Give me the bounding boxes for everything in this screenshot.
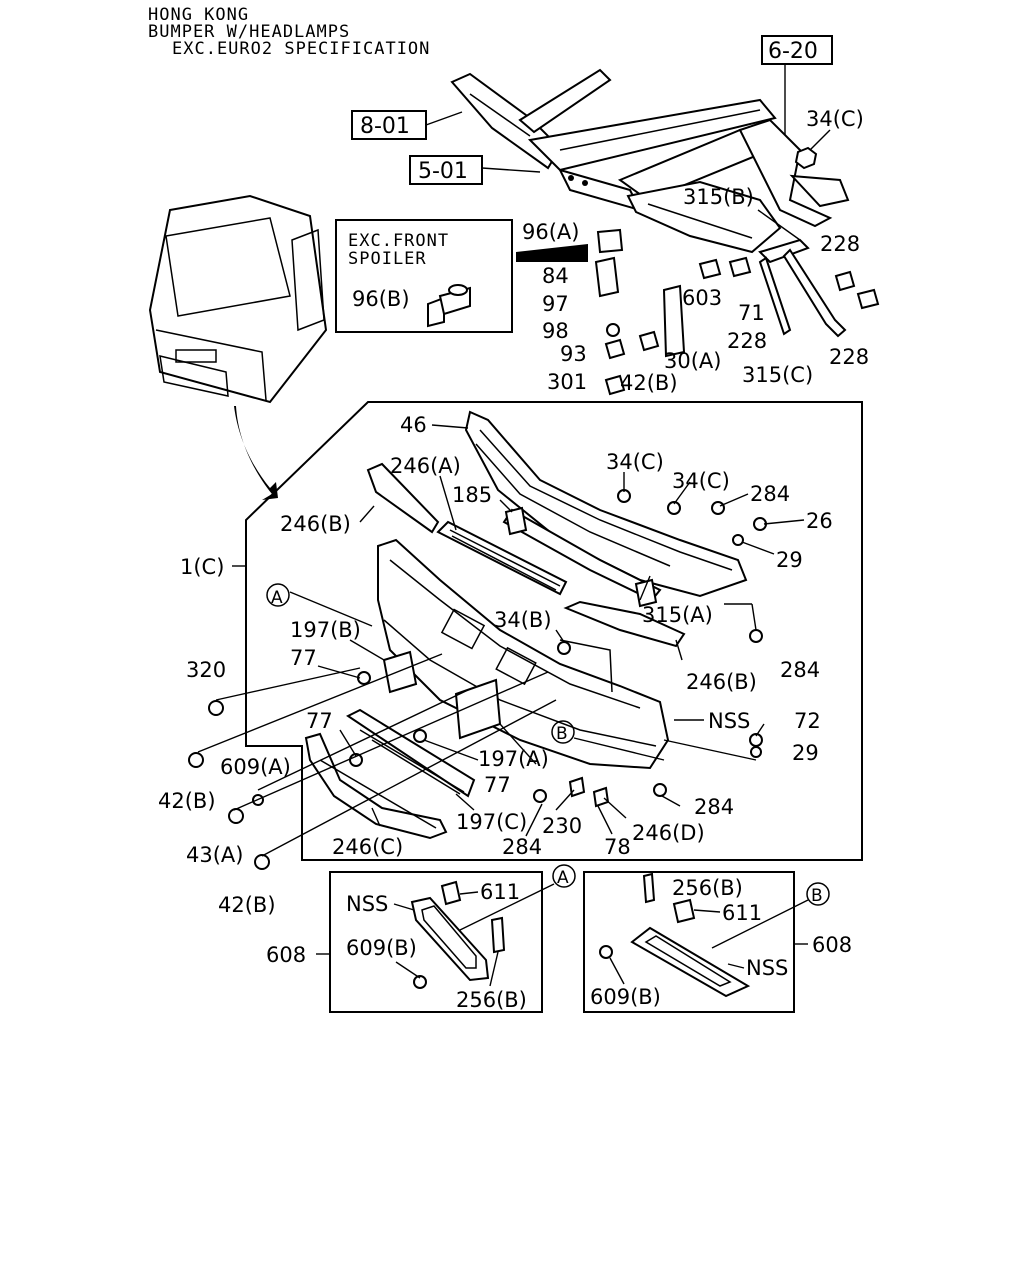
label-284-b: 284 xyxy=(780,658,820,682)
label-34c-m1: 34(C) xyxy=(606,450,664,474)
label-34c-top: 34(C) xyxy=(806,107,864,131)
label-77-a: 77 xyxy=(290,646,317,670)
label-71: 71 xyxy=(738,301,765,325)
label-72: 72 xyxy=(794,709,821,733)
header-line-1: HONG KONG xyxy=(148,5,249,25)
label-84: 84 xyxy=(542,264,569,288)
detail-b-nss: NSS xyxy=(746,956,788,980)
label-197a: 197(A) xyxy=(478,747,549,771)
label-29-a: 29 xyxy=(776,548,803,572)
detail-a-609b: 609(B) xyxy=(346,936,417,960)
label-97: 97 xyxy=(542,292,569,316)
corner-piece-246b-right xyxy=(563,600,686,648)
label-197c: 197(C) xyxy=(456,810,527,834)
label-30a: 30(A) xyxy=(664,349,721,373)
marker-a-detail[interactable]: A xyxy=(552,864,576,888)
marker-a-detail-letter: A xyxy=(557,868,569,888)
link-315-assembly xyxy=(594,228,880,396)
ref-box-8-01[interactable]: 8-01 xyxy=(351,110,427,140)
detail-b-608: 608 xyxy=(812,933,852,957)
label-nss-main: NSS xyxy=(708,709,750,733)
header-line-3: EXC.EURO2 SPECIFICATION xyxy=(172,39,430,59)
label-34b: 34(B) xyxy=(494,608,552,632)
label-228-b: 228 xyxy=(727,329,767,353)
label-34c-m2: 34(C) xyxy=(672,469,730,493)
bracket-185 xyxy=(502,506,662,608)
marker-a-main[interactable]: A xyxy=(266,583,290,608)
detail-b-609b: 609(B) xyxy=(590,985,661,1009)
label-77-b: 77 xyxy=(306,709,333,733)
label-320: 320 xyxy=(186,658,226,682)
label-301: 301 xyxy=(547,370,587,394)
label-284-c: 284 xyxy=(694,795,734,819)
chassis-frame-drawing xyxy=(450,68,850,254)
label-603: 603 xyxy=(682,286,722,310)
label-1c: 1(C) xyxy=(180,555,224,579)
label-197b: 197(B) xyxy=(290,618,361,642)
label-96a: 96(A) xyxy=(522,220,579,244)
ref-5-01-label: 5-01 xyxy=(418,159,468,184)
grille-strip-246a xyxy=(436,520,568,596)
label-315c: 315(C) xyxy=(742,363,813,387)
ref-box-5-01[interactable]: 5-01 xyxy=(409,155,483,185)
label-609a: 609(A) xyxy=(220,755,291,779)
label-315b: 315(B) xyxy=(683,185,754,209)
label-43a: 43(A) xyxy=(186,843,243,867)
label-246b-right: 246(B) xyxy=(686,670,757,694)
label-26: 26 xyxy=(806,509,833,533)
inset-part-label: 96(B) xyxy=(352,287,410,311)
inset-title-1: EXC.FRONT xyxy=(348,231,449,251)
label-185: 185 xyxy=(452,483,492,507)
label-246a: 246(A) xyxy=(390,454,461,478)
label-246c: 246(C) xyxy=(332,835,403,859)
reinforcement-bar-46 xyxy=(464,410,748,598)
cab-arrow xyxy=(234,406,278,500)
label-93: 93 xyxy=(560,342,587,366)
main-detail-frame xyxy=(245,401,863,861)
marker-b-detail[interactable]: B xyxy=(806,882,830,906)
label-77-c: 77 xyxy=(484,773,511,797)
label-42b-mid: 42(B) xyxy=(158,789,216,813)
marker-b-detail-letter: B xyxy=(811,886,823,906)
detail-a-nss: NSS xyxy=(346,892,388,916)
detail-a-panel: A 611 NSS 609(B) 256(B) 608 xyxy=(266,864,576,1013)
grille-insert-197b xyxy=(382,650,418,694)
inset-title-2: SPOILER xyxy=(348,249,427,269)
label-246d: 246(D) xyxy=(632,821,705,845)
header-line-2: BUMPER W/HEADLAMPS xyxy=(148,22,350,42)
inset-exc-front-spoiler: EXC.FRONT SPOILER 96(B) xyxy=(335,219,513,333)
label-284-a: 284 xyxy=(750,482,790,506)
label-78: 78 xyxy=(604,835,631,859)
label-46: 46 xyxy=(400,413,427,437)
label-98: 98 xyxy=(542,319,569,343)
detail-b-611: 611 xyxy=(722,901,762,925)
label-315a: 315(A) xyxy=(642,603,713,627)
ref-8-01-label: 8-01 xyxy=(360,114,410,139)
label-42b-top: 42(B) xyxy=(620,371,678,395)
detail-a-608: 608 xyxy=(266,943,306,967)
pointer-arrow xyxy=(516,244,588,262)
detail-b-panel: B 256(B) 611 608 NSS 609(B) xyxy=(583,871,852,1013)
ref-box-6-20[interactable]: 6-20 xyxy=(761,35,833,65)
label-29-b: 29 xyxy=(792,741,819,765)
detail-a-611: 611 xyxy=(480,880,520,904)
label-228-c: 228 xyxy=(829,345,869,369)
marker-a-main-letter: A xyxy=(271,588,283,608)
fastener-set xyxy=(188,489,767,870)
nut-34c-top xyxy=(794,146,818,170)
label-230: 230 xyxy=(542,814,582,838)
detail-b-256b: 256(B) xyxy=(672,876,743,900)
marker-b-main[interactable]: B xyxy=(551,720,575,744)
label-246b-left: 246(B) xyxy=(280,512,351,536)
label-42b-bot: 42(B) xyxy=(218,893,276,917)
truck-cab-sketch xyxy=(148,194,328,404)
corner-piece-246b-left xyxy=(366,462,440,534)
label-284-d: 284 xyxy=(502,835,542,859)
label-228-a: 228 xyxy=(820,232,860,256)
detail-a-256b: 256(B) xyxy=(456,988,527,1012)
leader-lines xyxy=(197,424,805,857)
ref-6-20-label: 6-20 xyxy=(768,39,818,64)
marker-b-main-letter: B xyxy=(556,724,568,744)
